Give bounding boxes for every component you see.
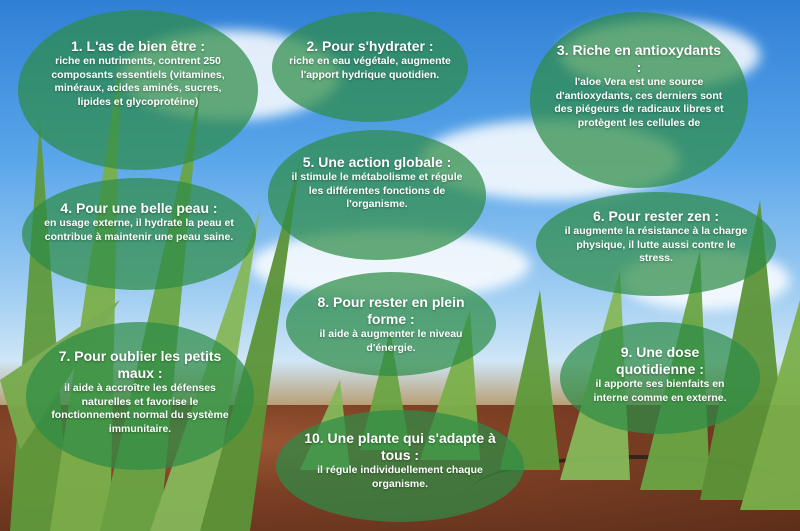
benefit-title: 2. Pour s'hydrater : (306, 38, 434, 54)
benefit-title: 3. Riche en antioxydants : (556, 42, 722, 75)
benefit-bubble-6: 6. Pour rester zen : il augmente la rési… (536, 192, 776, 296)
benefit-bubble-9: 9. Une dose quotidienne : il apporte ses… (560, 322, 760, 434)
benefit-title: 8. Pour rester en plein forme : (317, 294, 465, 327)
benefit-text: il aide à augmenter le niveau d'énergie. (319, 328, 463, 354)
benefit-bubble-8: 8. Pour rester en plein forme : il aide … (286, 272, 496, 376)
benefit-bubble-10: 10. Une plante qui s'adapte à tous : il … (276, 410, 524, 522)
irrigation-hose (470, 455, 800, 529)
benefit-text: l'aloe Vera est une source d'antioxydant… (554, 76, 724, 129)
benefit-title: 1. L'as de bien être : (70, 38, 206, 54)
benefit-text: en usage externe, il hydrate la peau et … (44, 217, 234, 243)
benefit-title: 10. Une plante qui s'adapte à tous : (304, 430, 496, 463)
benefit-text: il aide à accroître les défenses naturel… (51, 382, 229, 435)
benefit-bubble-4: 4. Pour une belle peau : en usage extern… (22, 178, 256, 290)
benefit-text: il apporte ses bienfaits en interne comm… (593, 378, 727, 404)
benefit-bubble-3: 3. Riche en antioxydants : l'aloe Vera e… (530, 12, 748, 188)
benefit-title: 9. Une dose quotidienne : (616, 344, 704, 377)
benefit-text: il stimule le métabolisme et régule les … (291, 171, 463, 210)
benefit-text: riche en nutriments, contrent 250 compos… (51, 55, 225, 108)
benefit-bubble-2: 2. Pour s'hydrater : riche en eau végéta… (272, 12, 468, 122)
benefit-bubble-5: 5. Une action globale : il stimule le mé… (268, 130, 486, 260)
benefit-text: il régule individuellement chaque organi… (317, 464, 483, 490)
benefit-title: 7. Pour oublier les petits maux : (58, 348, 222, 381)
benefit-text: riche en eau végétale, augmente l'apport… (289, 55, 451, 81)
benefit-text: il augmente la résistance à la charge ph… (564, 225, 748, 264)
benefit-title: 6. Pour rester zen : (592, 208, 720, 224)
benefit-bubble-7: 7. Pour oublier les petits maux : il aid… (26, 322, 254, 470)
benefit-title: 4. Pour une belle peau : (60, 200, 218, 216)
benefit-title: 5. Une action globale : (302, 154, 452, 170)
benefit-bubble-1: 1. L'as de bien être : riche en nutrimen… (18, 10, 258, 170)
